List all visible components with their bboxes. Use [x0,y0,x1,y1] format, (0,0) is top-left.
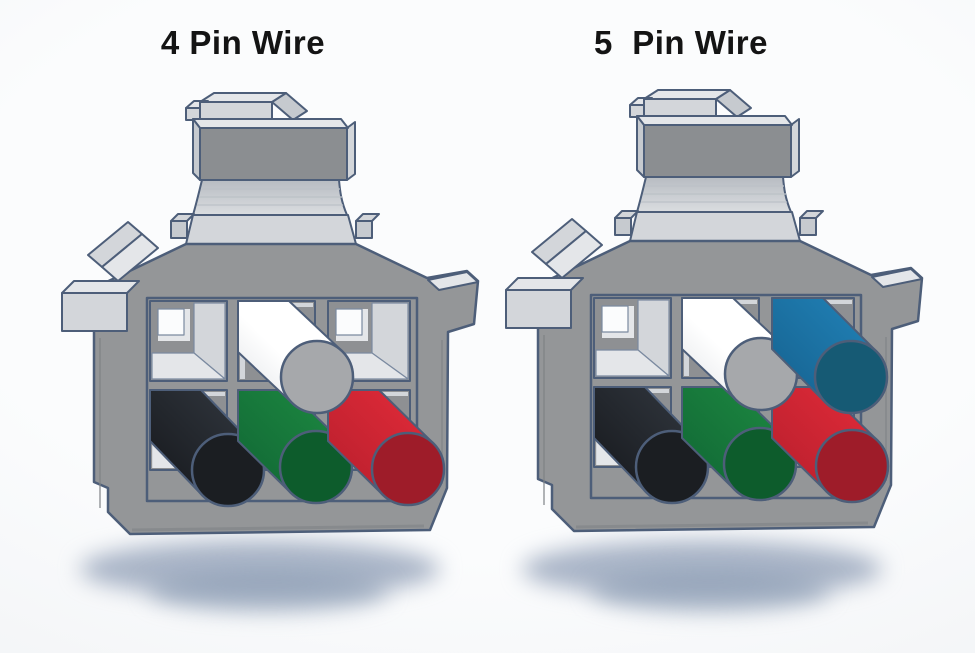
connector-5pin [505,89,924,533]
latch-tower [170,92,380,245]
roof-ear-front-face [101,233,159,282]
collar-fin-left-top [170,213,195,222]
left-tab-front [61,292,128,332]
wire-green [237,389,354,505]
latch-block-top [192,118,349,129]
hole-bevel [362,309,368,341]
collar-fin-right-top [355,213,380,222]
collar-fin-right [355,220,373,239]
connector-5pin-shadow-core [590,570,830,612]
latch-tab-top [643,89,731,100]
through-hole [157,308,185,336]
hole-bevel [184,309,190,341]
wire-red-end-cap [814,428,890,504]
pin-cavity-top-left-empty [593,297,672,379]
latch-block-top [636,115,793,126]
cavity-floor [151,352,226,380]
collar-fin-left-top [614,210,639,219]
latch-tab-top [199,92,287,103]
hole-bevel [158,335,190,341]
latch-collar [185,214,357,245]
latch-tab-front [643,98,717,118]
wire-black-end-cap [634,429,710,505]
latch-tower [614,89,824,242]
collar-fin-left [170,220,188,239]
roof-ear-front-face [545,230,603,279]
cavity-floor [595,349,670,377]
pin-cavity-top-left-empty [149,300,228,382]
pin-cavity-top-right-empty [327,300,411,382]
bottom-bevel [575,521,869,529]
wires [593,297,890,505]
right-ear-top [427,271,479,291]
latch-block-left [636,115,645,178]
figure-title-5pin: 5 Pin Wire [594,24,768,61]
hole-bevel [628,306,634,338]
side-features [61,221,479,532]
latch-block-front [643,124,792,178]
collar-fin-right-top [799,210,824,219]
hole-bevel [336,335,368,341]
collar-fin-right [799,217,817,236]
collar-fin-left [614,217,632,236]
latch-block-right [346,121,356,181]
latch-block-right [790,118,800,178]
wire-black-end-cap [190,432,266,508]
through-hole [601,305,629,333]
wire-red [771,386,890,504]
wire-blue [771,297,889,415]
latch-block-left [192,118,201,181]
wire-blue-end-cap [813,339,889,415]
grid-frame-outline [145,296,419,503]
connector-4pin-shadow-core [148,570,388,612]
connector-4pin [61,92,480,536]
bottom-bevel [131,524,425,532]
left-tab-front [505,289,572,329]
wire-white-end-cap [279,339,355,415]
left-tab-top [61,280,140,294]
figure-title-4pin: 4 Pin Wire [160,24,326,61]
latch-block-front [199,127,348,181]
left-tab-top [505,277,584,291]
wire-white [237,300,355,415]
latch-collar [629,211,801,242]
latch-neck-ribs [641,185,787,203]
wires [149,300,446,508]
wire-green-end-cap [722,426,798,502]
latch-tab-front [199,101,273,121]
hole-bevel [602,332,634,338]
latch-neck-ribs [197,188,343,206]
right-ear-top [871,268,923,288]
through-hole [335,308,363,336]
wire-red [327,389,446,507]
wire-green-end-cap [278,429,354,505]
wire-red-end-cap [370,431,446,507]
